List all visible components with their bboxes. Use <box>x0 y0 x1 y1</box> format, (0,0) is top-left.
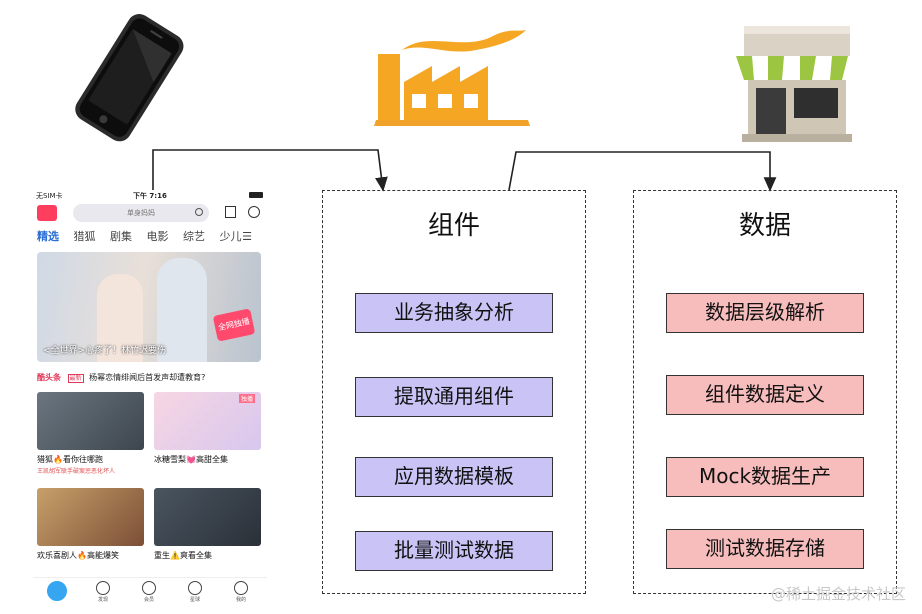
card-thumb-1[interactable] <box>37 392 144 450</box>
category-tabs: 精选 猎狐 剧集 电影 综艺 少儿 ☰ <box>37 228 267 244</box>
factory-icon <box>368 24 538 134</box>
tab-juji[interactable]: 剧集 <box>110 230 132 243</box>
search-icon[interactable] <box>195 208 203 216</box>
banner-figure-right <box>157 258 207 362</box>
home-icon <box>47 581 67 601</box>
storefront-icon <box>722 8 872 148</box>
discover-icon <box>96 581 110 595</box>
nav-member-label: 会员 <box>143 597 154 603</box>
planet-icon <box>188 581 202 595</box>
news-tag: 最新 <box>67 374 84 383</box>
nav-mine-label: 我的 <box>235 597 246 603</box>
news-ticker[interactable]: 酷头条 最新 杨幂恋情绯闻后首发声却遭教育? <box>37 372 263 383</box>
components-item-4: 批量测试数据 <box>355 531 553 571</box>
card-title-1: 猎狐🔥看你往哪跑 <box>37 455 103 464</box>
nav-member[interactable]: 会员 <box>137 581 161 603</box>
nav-discover[interactable]: 发现 <box>91 581 115 603</box>
battery-icon <box>249 192 263 198</box>
banner-caption: <全世界>心疼了！林竹迟要伤 <box>43 346 167 356</box>
card-title-4: 重生⚠️爽看全集 <box>154 551 212 560</box>
nav-mine[interactable]: 我的 <box>229 581 253 603</box>
nav-planet-label: 星球 <box>189 597 200 603</box>
news-brand: 酷头条 <box>37 373 61 382</box>
hero-banner[interactable]: 全网独播 <全世界>心疼了！林竹迟要伤 <box>37 252 261 362</box>
tab-dianying[interactable]: 电影 <box>146 230 169 243</box>
status-bar: 无SIM卡 下午 7:16 <box>33 190 267 202</box>
profile-icon <box>234 581 248 595</box>
card-title-2: 冰糖雪梨💓高甜全集 <box>154 455 228 464</box>
bottom-nav: 发现 会员 星球 我的 <box>33 577 267 608</box>
app-screenshot: 无SIM卡 下午 7:16 单身妈妈 精选 猎狐 剧集 电影 综艺 少儿 ☰ 全… <box>33 190 267 608</box>
components-item-1: 业务抽象分析 <box>355 293 553 333</box>
tab-shaoer[interactable]: 少儿 <box>219 230 242 243</box>
crown-icon <box>142 581 156 595</box>
data-panel: 数据 数据层级解析 组件数据定义 Mock数据生产 测试数据存储 <box>633 190 897 594</box>
news-text: 杨幂恋情绯闻后首发声却遭教育? <box>89 373 206 382</box>
status-carrier: 无SIM卡 <box>36 192 63 200</box>
card-title-3: 欢乐喜剧人🔥高能爆笑 <box>37 551 119 560</box>
nav-planet[interactable]: 星球 <box>183 581 207 603</box>
menu-icon[interactable]: ☰ <box>242 230 252 243</box>
arrow-components-to-data <box>508 151 777 192</box>
watermark: @稀土掘金技术社区 <box>770 585 906 603</box>
components-item-3: 应用数据模板 <box>355 457 553 497</box>
history-icon[interactable] <box>248 206 260 218</box>
top-bar: 单身妈妈 <box>33 202 267 225</box>
banner-badge: 全网独播 <box>212 308 256 342</box>
search-input[interactable]: 单身妈妈 <box>73 204 209 222</box>
data-item-3: Mock数据生产 <box>666 457 864 497</box>
download-icon[interactable] <box>225 206 236 218</box>
card-sub-1: 王凯胡军联手破案惩恶化坏人 <box>37 468 116 475</box>
tab-zongyi[interactable]: 综艺 <box>183 230 205 243</box>
nav-discover-label: 发现 <box>97 597 108 603</box>
components-panel-title: 组件 <box>427 211 480 241</box>
data-panel-title: 数据 <box>738 211 791 241</box>
nav-home[interactable] <box>45 581 69 602</box>
arrow-phone-to-components <box>152 149 388 192</box>
data-item-4: 测试数据存储 <box>666 529 864 569</box>
card-thumb-4[interactable] <box>154 488 261 546</box>
data-item-1: 数据层级解析 <box>666 293 864 333</box>
card-thumb-3[interactable] <box>37 488 144 546</box>
data-item-2: 组件数据定义 <box>666 375 864 415</box>
components-panel: 组件 业务抽象分析 提取通用组件 应用数据模板 批量测试数据 <box>322 190 586 594</box>
tab-liehu[interactable]: 猎狐 <box>73 230 96 243</box>
banner-figure-left <box>97 274 143 362</box>
app-logo <box>37 205 57 221</box>
smartphone-icon <box>58 8 198 148</box>
tab-jingxuan[interactable]: 精选 <box>37 230 59 243</box>
components-item-2: 提取通用组件 <box>355 377 553 417</box>
card-badge-2: 独播 <box>239 394 256 403</box>
status-time: 下午 7:16 <box>133 192 167 200</box>
